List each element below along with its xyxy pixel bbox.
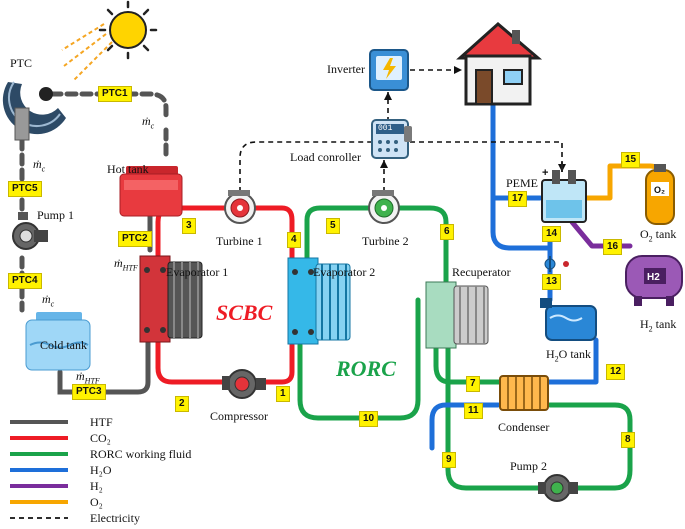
compressor-label: Compressor (210, 409, 268, 423)
state-tag-15: 15 (621, 152, 641, 168)
turbine1-icon (224, 190, 256, 224)
state-tag-3: 3 (182, 218, 196, 234)
recuperator-icon (425, 281, 489, 349)
mass-flow-mc-mid: ṁc (42, 292, 55, 309)
legend-item-h2o: H₂O (90, 463, 112, 477)
hot-tank-icon (119, 166, 183, 217)
state-tag-12: 12 (606, 364, 626, 380)
o2-badge: O₂ (654, 185, 665, 195)
o2-tank-icon: O₂ (645, 164, 675, 225)
inverter-label: Inverter (327, 62, 365, 76)
turbine2-icon (368, 190, 400, 224)
turbine1-label: Turbine 1 (216, 234, 263, 248)
legend-item-co2: CO₂ (90, 431, 111, 445)
state-tag-13: 13 (542, 274, 562, 290)
condenser-icon (499, 375, 549, 411)
svg-text:+: + (542, 167, 548, 179)
state-tag-ptc3: PTC3 (72, 384, 106, 400)
state-tag-6: 6 (440, 224, 454, 240)
h2-tank-icon: H2 (625, 255, 683, 306)
evaporator2-icon (287, 257, 351, 345)
peme-icon: + (541, 162, 587, 223)
state-tag-5: 5 (326, 218, 340, 234)
state-tag-ptc4: PTC4 (8, 273, 42, 289)
state-tag-17: 17 (508, 191, 528, 207)
electricity-line (239, 69, 563, 192)
state-tag-16: 16 (603, 239, 623, 255)
pump2-label: Pump 2 (510, 459, 548, 473)
pump1-label: Pump 1 (37, 208, 75, 222)
h2o-tank-label: H2O tank (546, 347, 591, 364)
mass-flow-mhtf-cold: ṁHTF (76, 369, 100, 386)
h2o-tank-icon (540, 298, 597, 341)
state-tag-ptc2: PTC2 (118, 231, 152, 247)
cold-tank-label: Cold tank (40, 338, 87, 352)
solar-rays (61, 23, 113, 81)
state-tag-9: 9 (442, 452, 456, 468)
valve-icon (544, 256, 569, 272)
evaporator2-label: Evaporator 2 (313, 265, 376, 279)
legend-item-o2: O₂ (90, 495, 103, 509)
mass-flow-mc-top: ṁc (142, 114, 155, 131)
state-tag-10: 10 (359, 411, 379, 427)
state-tag-14: 14 (542, 226, 562, 242)
state-tag-8: 8 (621, 432, 635, 448)
pump2-icon (538, 474, 578, 502)
state-tag-2: 2 (175, 396, 189, 412)
scbc-cycle-label: SCBC (216, 300, 273, 325)
compressor-icon (222, 369, 266, 399)
h2-tank-label: H2 tank (640, 317, 677, 334)
peme-label: PEME (506, 176, 539, 190)
state-tag-1: 1 (276, 386, 290, 402)
state-tag-ptc1: PTC1 (98, 86, 132, 102)
h2-badge: H2 (647, 272, 660, 283)
ptc-label: PTC (10, 56, 33, 70)
house-icon (456, 22, 543, 106)
recuperator-label: Recuperator (452, 265, 511, 279)
inverter-icon (369, 49, 409, 91)
turbine2-label: Turbine 2 (362, 234, 409, 248)
meter-display: 001 (378, 124, 393, 133)
mass-flow-mc-left: ṁc (33, 157, 46, 174)
state-tag-7: 7 (466, 376, 480, 392)
mass-flow-mhtf-hot: ṁHTF (114, 256, 138, 273)
legend-swatches (10, 420, 68, 519)
legend-item-htf: HTF (90, 415, 113, 429)
state-tag-4: 4 (287, 232, 301, 248)
ptc-collector-icon (2, 81, 66, 141)
cold-tank-icon (25, 312, 91, 371)
state-tag-ptc5: PTC5 (8, 181, 42, 197)
sun-icon (98, 0, 158, 60)
legend-item-h2: H₂ (90, 479, 103, 493)
state-tag-11: 11 (464, 403, 483, 419)
load-controller-label: Load conroller (290, 150, 361, 164)
legend-item-rorc: RORC working fluid (90, 447, 192, 461)
pump1-icon (12, 212, 48, 250)
o2-tank-label: O2 tank (640, 227, 677, 244)
condenser-label: Condenser (498, 420, 550, 434)
evaporator1-icon (139, 255, 203, 343)
evaporator1-label: Evaporator 1 (166, 265, 229, 279)
load-controller-icon (371, 119, 412, 159)
hot-tank-label: Hot tank (107, 162, 149, 176)
rorc-cycle-label: RORC (336, 356, 396, 381)
legend-item-electricity: Electricity (90, 511, 140, 525)
